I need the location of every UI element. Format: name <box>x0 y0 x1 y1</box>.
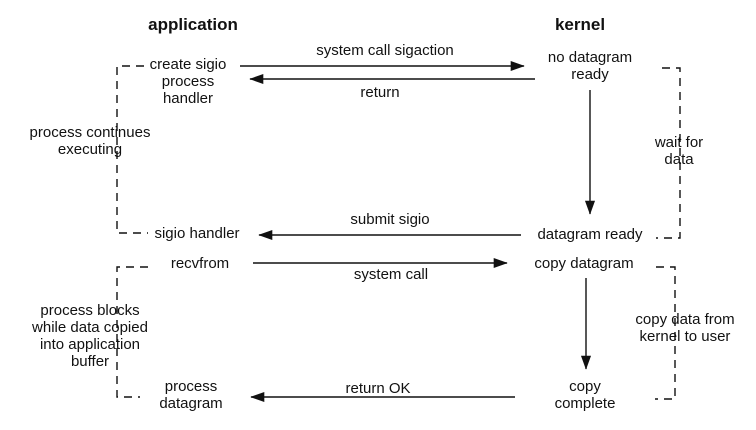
arrow-label-return: return <box>360 84 400 101</box>
note-copy-data-kernel-to-user: copy data from kernel to user <box>635 311 735 345</box>
arrow-label-return-ok: return OK <box>345 380 411 397</box>
column-header-kernel: kernel <box>554 15 606 34</box>
arrow-label-submit-sigio: submit sigio <box>350 211 430 228</box>
state-no-datagram-ready: no datagram ready <box>547 49 633 83</box>
state-create-sigio-handler: create sigio process handler <box>149 56 227 107</box>
note-wait-for-data: wait for data <box>654 134 704 168</box>
column-header-application: application <box>148 15 238 34</box>
state-copy-complete: copy complete <box>554 378 616 412</box>
arrow-label-sigaction: system call sigaction <box>316 42 454 59</box>
state-recvfrom: recvfrom <box>170 255 230 272</box>
note-process-blocks: process blocks while data copied into ap… <box>32 302 148 370</box>
arrow-label-system-call: system call <box>353 266 429 283</box>
bracket-wait-for-data <box>656 67 681 239</box>
bracket-copy-to-user <box>655 266 676 400</box>
state-copy-datagram: copy datagram <box>534 255 634 272</box>
bracket-process-blocks <box>116 266 148 398</box>
state-process-datagram: process datagram <box>159 378 223 412</box>
state-sigio-handler: sigio handler <box>154 225 240 242</box>
note-process-continues: process continues executing <box>29 124 151 158</box>
state-datagram-ready: datagram ready <box>537 226 643 243</box>
